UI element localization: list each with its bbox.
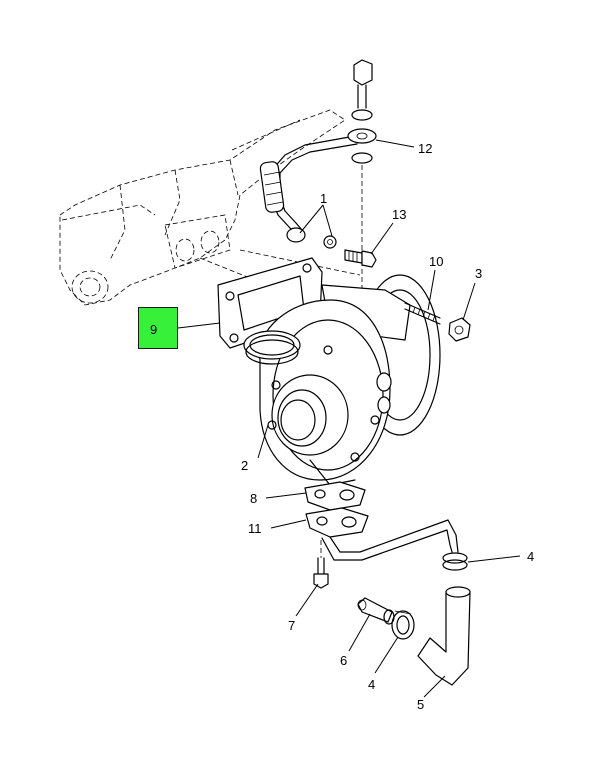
oil-feed-line-item-12[interactable] [259, 135, 358, 236]
callout-4-lower: 4 [368, 677, 375, 692]
hose-item-5[interactable] [417, 586, 471, 686]
callout-2: 2 [241, 458, 248, 473]
callout-5: 5 [417, 697, 424, 712]
fitting-item-6[interactable] [357, 597, 395, 625]
callout-11: 11 [248, 521, 262, 536]
callout-7: 7 [288, 618, 295, 633]
banjo-fitting-item-1[interactable] [286, 227, 337, 249]
callout-4-upper: 4 [527, 549, 534, 564]
callout-6: 6 [340, 653, 347, 668]
gasket-item-8[interactable] [304, 481, 366, 511]
gasket-item-11[interactable] [305, 507, 369, 538]
stud-item-10[interactable] [404, 302, 441, 325]
oil-drain-tube[interactable] [321, 519, 468, 571]
callout-12: 12 [418, 141, 432, 156]
callout-9: 9 [150, 322, 158, 337]
callout-13: 13 [392, 207, 406, 222]
bolt-item-7[interactable] [313, 540, 329, 589]
hose-clamp-item-4-lower[interactable] [391, 610, 415, 640]
callout-8: 8 [250, 491, 257, 506]
bolt-item-13[interactable] [344, 249, 377, 268]
highlight-box-9[interactable] [138, 307, 178, 349]
callout-1: 1 [320, 191, 327, 206]
callout-labels: 1 2 3 4 4 5 6 7 8 10 11 12 13 [241, 141, 534, 712]
nut-item-3[interactable] [448, 317, 471, 342]
callout-3: 3 [475, 266, 482, 281]
leader-lines [177, 139, 521, 698]
callout-10: 10 [429, 254, 443, 269]
